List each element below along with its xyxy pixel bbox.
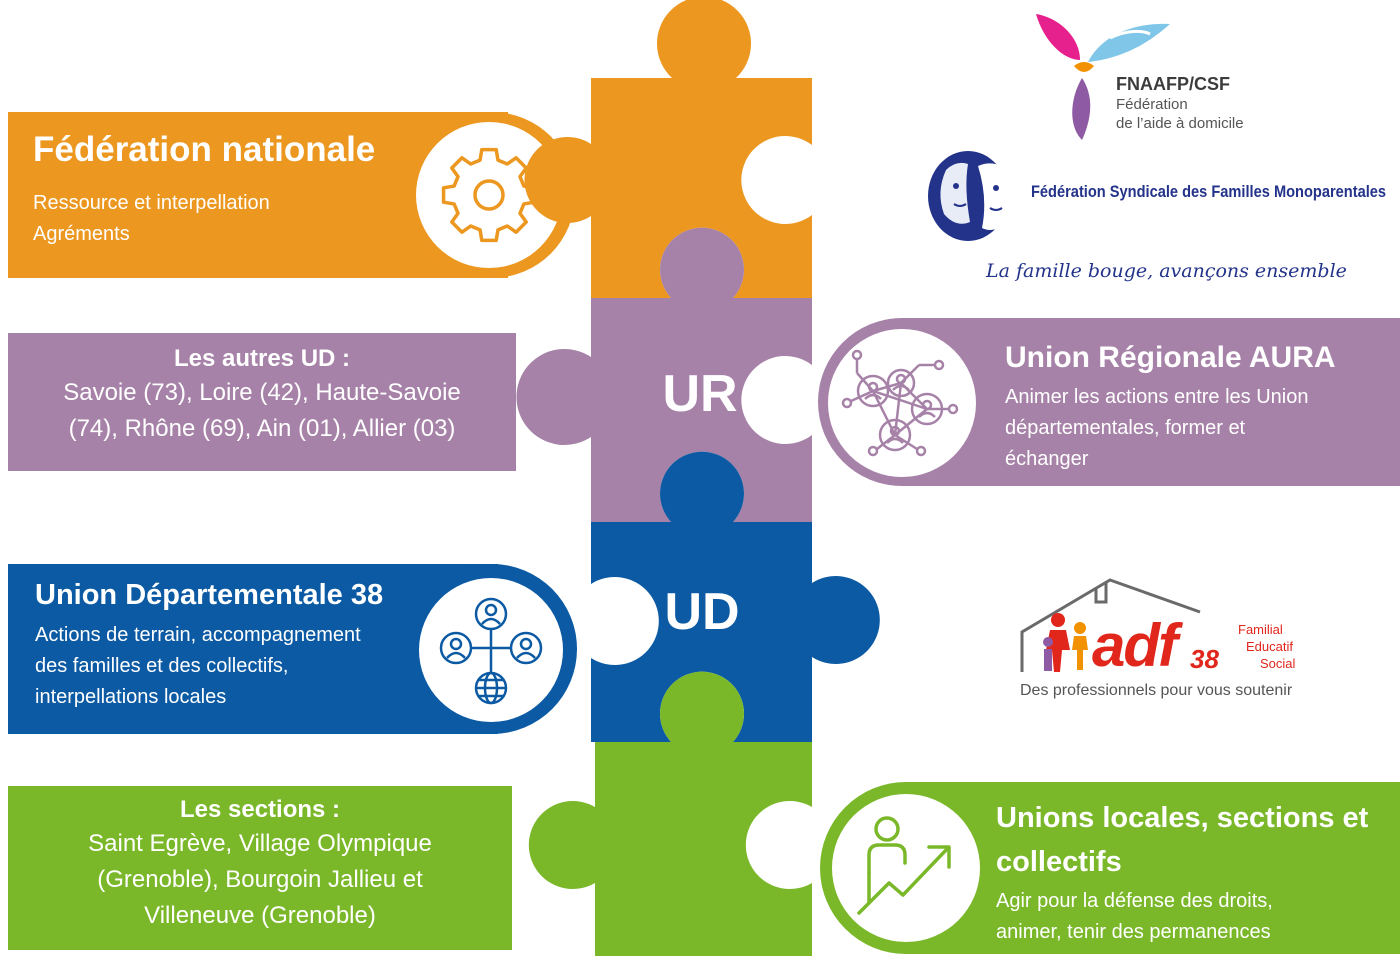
fnaafp-name: FNAAFP/CSF	[1116, 74, 1230, 94]
union-departementale-title: Union Départementale 38	[35, 579, 384, 611]
gear-icon	[441, 147, 537, 243]
union-departementale-line-1: Actions de terrain, accompagnement	[35, 624, 361, 646]
puzzle-piece-orange	[524, 0, 812, 298]
adf-number: 38	[1190, 644, 1219, 674]
union-regionale-icon-circle	[828, 329, 976, 477]
fnaafp-line-1: Fédération	[1116, 96, 1188, 113]
unions-locales-title-1: Unions locales, sections et	[996, 802, 1369, 834]
faces-emblem-icon	[928, 151, 1014, 241]
sections-line-3: Villeneuve (Grenoble)	[144, 902, 376, 929]
adf-word-2: Educatif	[1246, 639, 1293, 654]
ud-label: UD	[664, 583, 740, 641]
adf-word-3: Social	[1260, 656, 1296, 671]
autres-ud-title: Les autres UD :	[173, 345, 351, 372]
union-departementale-line-3: interpellations locales	[35, 686, 227, 708]
adf38-logo: adf 38 Familial Educatif Social Des prof…	[1000, 572, 1336, 734]
autres-ud-line-2: (74), Rhône (69), Ain (01), Allier (03)	[68, 415, 456, 442]
community-globe-icon	[439, 597, 543, 705]
federation-line-2: Agréments	[33, 223, 130, 245]
fnaafp-line-2: de l’aide à domicile	[1116, 115, 1244, 132]
federation-title: Fédération nationale	[33, 130, 376, 169]
puzzle-piece-blue	[591, 451, 880, 742]
fsfm-name: Fédération Syndicale des Familles Monopa…	[1031, 182, 1387, 201]
ur-label: UR	[662, 365, 738, 423]
union-regionale-line-3: échanger	[1005, 448, 1089, 470]
sections-line-2: (Grenoble), Bourgoin Jallieu et	[97, 866, 423, 893]
fsfm-slogan: La famille bouge, avançons ensemble	[986, 260, 1347, 282]
union-regionale-title: Union Régionale AURA	[1005, 341, 1336, 374]
sections-band: Les sections : Saint Egrève, Village Oly…	[8, 786, 512, 950]
autres-ud-line-1: Savoie (73), Loire (42), Haute-Savoie	[63, 379, 461, 406]
union-regionale-band: Union Régionale AURA Animer les actions …	[902, 318, 1400, 486]
union-departementale-line-2: des familles et des collectifs,	[35, 655, 289, 677]
union-departementale-icon-circle	[419, 578, 563, 722]
unions-locales-band: Unions locales, sections et collectifs A…	[906, 782, 1400, 954]
house-family-icon	[1020, 578, 1201, 672]
autres-ud-band: Les autres UD : Savoie (73), Loire (42),…	[8, 333, 516, 471]
union-regionale-line-1: Animer les actions entre les Union	[1005, 386, 1309, 408]
puzzle-piece-purple	[516, 227, 812, 522]
adf-name: adf	[1092, 612, 1178, 679]
sections-line-1: Saint Egrève, Village Olympique	[88, 830, 432, 857]
sections-title: Les sections :	[179, 796, 341, 823]
unions-locales-icon-circle	[832, 794, 980, 942]
unions-locales-line-2: animer, tenir des permanences	[996, 921, 1271, 943]
unions-locales-line-1: Agir pour la défense des droits,	[996, 890, 1273, 912]
fnaafp-logo: FNAAFP/CSF Fédération de l’aide à domici…	[1030, 8, 1280, 148]
fsfm-logo: Fédération Syndicale des Familles Monopa…	[926, 148, 1386, 293]
federation-line-1: Ressource et interpellation	[33, 192, 270, 214]
network-people-icon	[841, 349, 959, 457]
adf-word-1: Familial	[1238, 622, 1283, 637]
butterfly-icon	[1036, 14, 1170, 140]
unions-locales-title-2: collectifs	[996, 846, 1122, 878]
adf-tagline: Des professionnels pour vous soutenir	[1020, 682, 1293, 699]
union-regionale-line-2: départementales, former et	[1005, 417, 1246, 439]
person-growth-icon	[857, 816, 951, 915]
puzzle-piece-green	[528, 671, 812, 956]
